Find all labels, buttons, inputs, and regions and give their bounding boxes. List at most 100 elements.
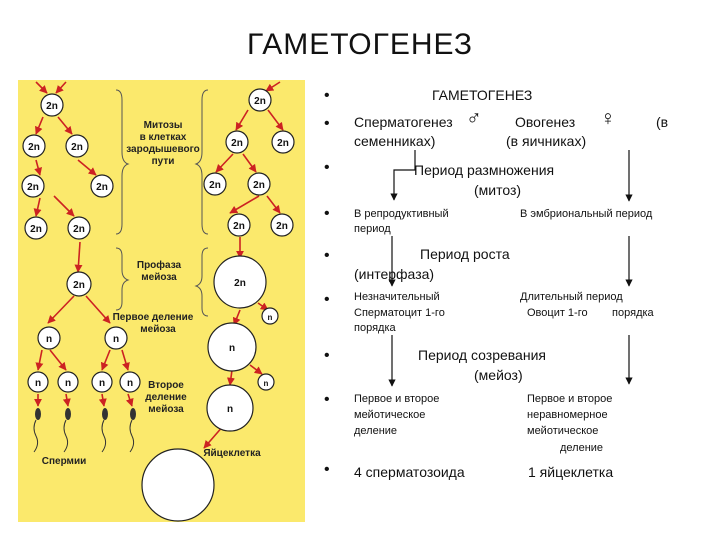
cell-2n xyxy=(248,88,272,112)
phase2-subtitle: (интерфаза) xyxy=(354,266,435,282)
right2-line1: Длительный период xyxy=(520,291,623,303)
cell-label-2n: 2n xyxy=(28,142,40,153)
polar-body xyxy=(261,307,279,325)
bullet: • xyxy=(324,347,330,364)
cell-label-2n: 2n xyxy=(209,180,221,191)
cell-2n-oocyte xyxy=(213,255,267,309)
result-spermatozoa: 4 сперматозоида xyxy=(354,464,465,480)
cell-n xyxy=(27,371,49,393)
cell-label-2n: 2n xyxy=(73,280,85,291)
cell-n xyxy=(37,326,61,350)
bullet: • xyxy=(324,115,330,132)
spermatogenesis-label: Сперматогенез xyxy=(354,114,453,130)
cell-label-n: n xyxy=(113,334,119,345)
gametogenesis-figure: 2n 2n 2n 2n 2n 2n 2n 2n 2n 2n 2n 2n 2n 2… xyxy=(18,80,305,522)
cell-n xyxy=(57,371,79,393)
cell-2n xyxy=(22,134,46,158)
cell-n xyxy=(119,371,141,393)
cell-label-n: n xyxy=(227,404,233,415)
cell-label-2n: 2n xyxy=(30,224,42,235)
cell-2n xyxy=(90,174,114,198)
cell-2n xyxy=(270,213,294,237)
phase2-title: Период роста xyxy=(420,246,510,262)
cell-label-n: n xyxy=(35,378,41,389)
cell-label-2n: 2n xyxy=(96,182,108,193)
left1-line1: В репродуктивный xyxy=(354,208,449,220)
cell-label-2n: 2n xyxy=(233,221,245,232)
cell-2n xyxy=(271,130,295,154)
cell-label-n: n xyxy=(65,378,71,389)
female-symbol-icon: ♀ xyxy=(600,107,616,130)
cell-2n xyxy=(203,172,227,196)
right1-line1: В эмбриональный период xyxy=(520,208,653,220)
cell-2n xyxy=(40,93,64,117)
left3-line2: мейотическое xyxy=(354,409,426,421)
cell-label-n: n xyxy=(229,343,235,354)
left3-line1: Первое и второе xyxy=(354,393,440,405)
polar-body xyxy=(257,373,275,391)
bracket-left-mitosis xyxy=(115,89,130,235)
in-testes-label: семенниках) xyxy=(354,133,436,149)
cell-label-n: n xyxy=(127,378,133,389)
right3-line3: мейотическое xyxy=(527,425,599,437)
left2-line1: Незначительный xyxy=(354,291,440,303)
cell-2n xyxy=(65,134,89,158)
right3-line4: деление xyxy=(560,442,604,454)
right3-line1: Первое и второе xyxy=(527,393,613,405)
bullet: • xyxy=(324,87,330,104)
cell-label-2n: 2n xyxy=(46,101,58,112)
phase1-subtitle: (митоз) xyxy=(474,182,522,198)
cell-2n xyxy=(225,130,249,154)
left2-line3: порядка xyxy=(354,322,396,334)
cell-label-2n: 2n xyxy=(73,224,85,235)
bullet: • xyxy=(324,159,330,176)
left3-line3: деление xyxy=(354,425,398,437)
cell-label-2n: 2n xyxy=(234,278,246,289)
cell-label-n: n xyxy=(46,334,52,345)
arrow-left-phase1 xyxy=(390,150,416,201)
division-arrows xyxy=(33,81,284,449)
left1-line2: период xyxy=(354,223,391,235)
oogenesis-place-b: (в яичниках) xyxy=(506,133,587,149)
right3-line2: неравномерное xyxy=(527,409,608,421)
cell-n-oocyte xyxy=(206,384,254,432)
left2-line2: Сперматоцит 1-го xyxy=(354,307,445,319)
bracket-right-mitosis xyxy=(194,89,209,235)
label-sperm: Спермии xyxy=(42,456,87,467)
cell-n xyxy=(91,371,113,393)
cell-label-2n: 2n xyxy=(277,138,289,149)
cell-label-2n: 2n xyxy=(231,138,243,149)
right2-line2: Овоцит 1-го порядка xyxy=(527,307,654,319)
bullet: • xyxy=(324,391,330,408)
bracket-right-prophase xyxy=(194,247,209,317)
bullet: • xyxy=(324,205,330,222)
oogenesis-place-a: (в xyxy=(656,114,669,130)
cell-label-2n: 2n xyxy=(27,182,39,193)
cell-2n xyxy=(227,213,251,237)
cell-2n xyxy=(247,172,271,196)
egg-cell xyxy=(141,448,215,522)
cell-2n xyxy=(24,216,48,240)
table-heading: ГАМЕТОГЕНЕЗ xyxy=(432,87,533,103)
cell-label-n: n xyxy=(264,379,269,388)
bullet: • xyxy=(324,461,330,478)
cell-2n xyxy=(21,174,45,198)
cell-n xyxy=(104,326,128,350)
bullet: • xyxy=(324,291,330,308)
phase3-title: Период созревания xyxy=(418,347,546,363)
sperm-tails xyxy=(33,419,135,453)
sperm-heads xyxy=(35,408,136,420)
bracket-left-prophase xyxy=(115,247,130,311)
cell-label-2n: 2n xyxy=(71,142,83,153)
cell-2n xyxy=(67,216,91,240)
cell-label-2n: 2n xyxy=(253,180,265,191)
bullet: • xyxy=(324,247,330,264)
oogenesis-label: Овогенез xyxy=(515,114,576,130)
cell-label-2n: 2n xyxy=(254,96,266,107)
slide-title: ГАМЕТОГЕНЕЗ xyxy=(247,28,473,61)
